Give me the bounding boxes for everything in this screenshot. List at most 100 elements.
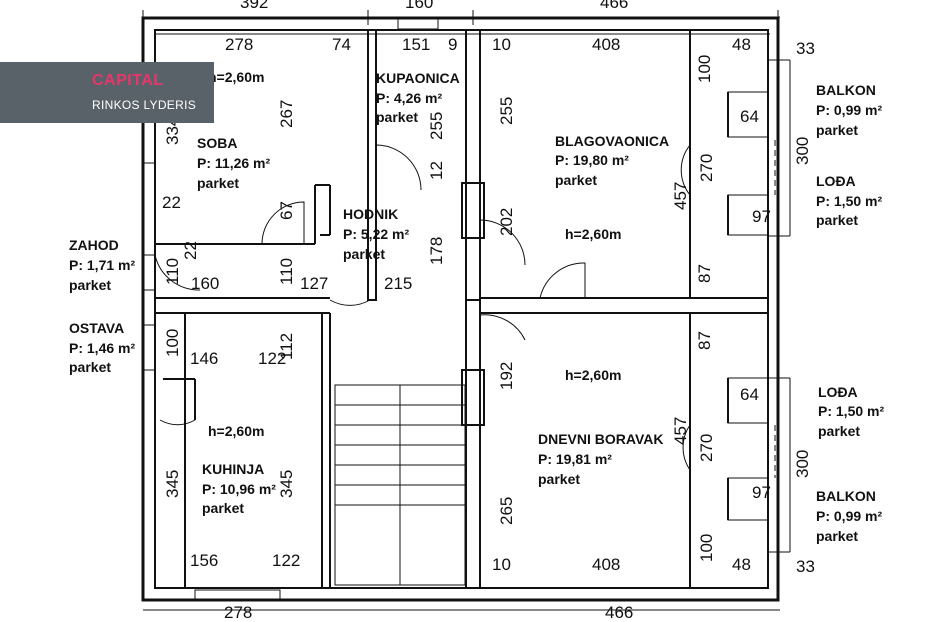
loda-bot-area: P: 1,50 m² [818, 403, 884, 419]
dim-345-a: 345 [163, 470, 182, 498]
interior-walls [142, 29, 791, 589]
dim-112: 112 [277, 333, 296, 360]
dim-270-bot: 270 [697, 434, 716, 462]
blagovaonica-area: P: 19,80 m² [555, 152, 629, 168]
dim-33-bot: 33 [796, 557, 815, 576]
logo-subtitle: RINKOS LYDERIS [92, 98, 197, 112]
loda-top-name: LOĐA [816, 173, 856, 189]
dim-122-top: 122 [258, 349, 286, 368]
dim-97-bot: 97 [752, 483, 771, 502]
dim-270-top: 270 [697, 154, 716, 182]
balkon-bot-name: BALKON [816, 488, 876, 504]
dim-100-bot: 100 [697, 534, 716, 562]
dim-48-bot: 48 [732, 555, 751, 574]
dim-278-top: 278 [225, 35, 253, 54]
dim-22-b: 22 [181, 241, 200, 260]
ostava-name: OSTAVA [69, 320, 124, 336]
dim-top-466: 466 [600, 0, 628, 12]
dim-408-bot: 408 [592, 555, 620, 574]
blagovaonica-name: BLAGOVAONICA [555, 133, 669, 149]
dim-255-dining: 255 [497, 97, 516, 125]
outer-walls [141, 16, 780, 602]
dim-33-top: 33 [796, 39, 815, 58]
dim-178: 178 [427, 237, 446, 265]
boravak-floor: parket [538, 471, 580, 487]
boravak-area: P: 19,81 m² [538, 451, 612, 467]
kupaonica-floor: parket [376, 109, 418, 125]
dim-100-mid: 100 [163, 329, 182, 357]
kuhinja-floor: parket [202, 500, 244, 516]
balkon-bot-area: P: 0,99 m² [816, 508, 882, 524]
dim-87-top: 87 [695, 264, 714, 283]
dim-215: 215 [384, 274, 412, 293]
blagovaonica-height: h=2,60m [565, 226, 621, 242]
kuhinja-height: h=2,60m [208, 423, 264, 439]
kuhinja-name: KUHINJA [202, 461, 264, 477]
ostava-floor: parket [69, 359, 111, 375]
dim-87-bot: 87 [695, 331, 714, 350]
dim-22-a: 22 [162, 193, 181, 212]
balkon-top-floor: parket [816, 122, 858, 138]
balkon-top-name: BALKON [816, 82, 876, 98]
dim-457-bot: 457 [671, 417, 690, 445]
logo-brand: CAPITAL [92, 72, 164, 89]
dim-12: 12 [427, 161, 446, 180]
dim-192: 192 [497, 362, 516, 390]
dim-64-top: 64 [740, 107, 759, 126]
dim-64-bot: 64 [740, 385, 759, 404]
dim-100-top: 100 [695, 55, 714, 83]
kuhinja-area: P: 10,96 m² [202, 481, 276, 497]
boravak-height: h=2,60m [565, 367, 621, 383]
dim-345-b: 345 [277, 470, 296, 498]
dim-48-top: 48 [732, 35, 751, 54]
kupaonica-area: P: 4,26 m² [376, 90, 442, 106]
dim-97-top: 97 [752, 207, 771, 226]
dim-300-bot: 300 [793, 450, 812, 478]
dim-110-a: 110 [163, 258, 182, 285]
dim-457-top: 457 [671, 182, 690, 210]
room-labels: h=2,60m SOBA P: 11,26 m² parket KUPAONIC… [69, 69, 884, 544]
dim-278-bottom: 278 [224, 603, 252, 622]
soba-height: h=2,60m [208, 69, 264, 85]
dim-156: 156 [190, 551, 218, 570]
dim-9: 9 [448, 35, 457, 54]
zahod-floor: parket [69, 277, 111, 293]
logo-watermark: CAPITAL RINKOS LYDERIS [0, 62, 214, 123]
dim-10-top: 10 [492, 35, 511, 54]
loda-top-floor: parket [816, 212, 858, 228]
stairwell [334, 384, 466, 586]
dim-151: 151 [402, 35, 430, 54]
ostava-area: P: 1,46 m² [69, 340, 135, 356]
door-swings [154, 144, 691, 471]
dim-110-b: 110 [277, 258, 296, 285]
dim-top-160: 160 [405, 0, 433, 12]
soba-area: P: 11,26 m² [197, 155, 270, 171]
kupaonica-name: KUPAONICA [376, 70, 460, 86]
dim-265: 265 [497, 497, 516, 525]
blagovaonica-floor: parket [555, 172, 597, 188]
dim-127: 127 [300, 274, 328, 293]
loda-bot-floor: parket [818, 423, 860, 439]
boravak-name: DNEVNI BORAVAK [538, 431, 664, 447]
dim-466-bottom: 466 [605, 603, 633, 622]
dim-top-392: 392 [240, 0, 268, 12]
dim-74: 74 [332, 35, 351, 54]
dim-202: 202 [497, 208, 516, 236]
dim-122-bot: 122 [272, 551, 300, 570]
dim-255-bath: 255 [427, 112, 446, 140]
dim-146: 146 [190, 349, 218, 368]
dim-267: 267 [277, 100, 296, 128]
balkon-bot-floor: parket [816, 528, 858, 544]
dim-300-top: 300 [793, 137, 812, 165]
balkon-top-area: P: 0,99 m² [816, 102, 882, 118]
hodnik-name: HODNIK [343, 206, 398, 222]
dim-408-top: 408 [592, 35, 620, 54]
dim-67: 67 [277, 201, 296, 220]
hodnik-area: P: 5,22 m² [343, 226, 409, 242]
dim-10-bot: 10 [492, 555, 511, 574]
soba-floor: parket [197, 175, 239, 191]
zahod-name: ZAHOD [69, 237, 119, 253]
hodnik-floor: parket [343, 246, 385, 262]
dim-334: 334 [163, 117, 182, 145]
